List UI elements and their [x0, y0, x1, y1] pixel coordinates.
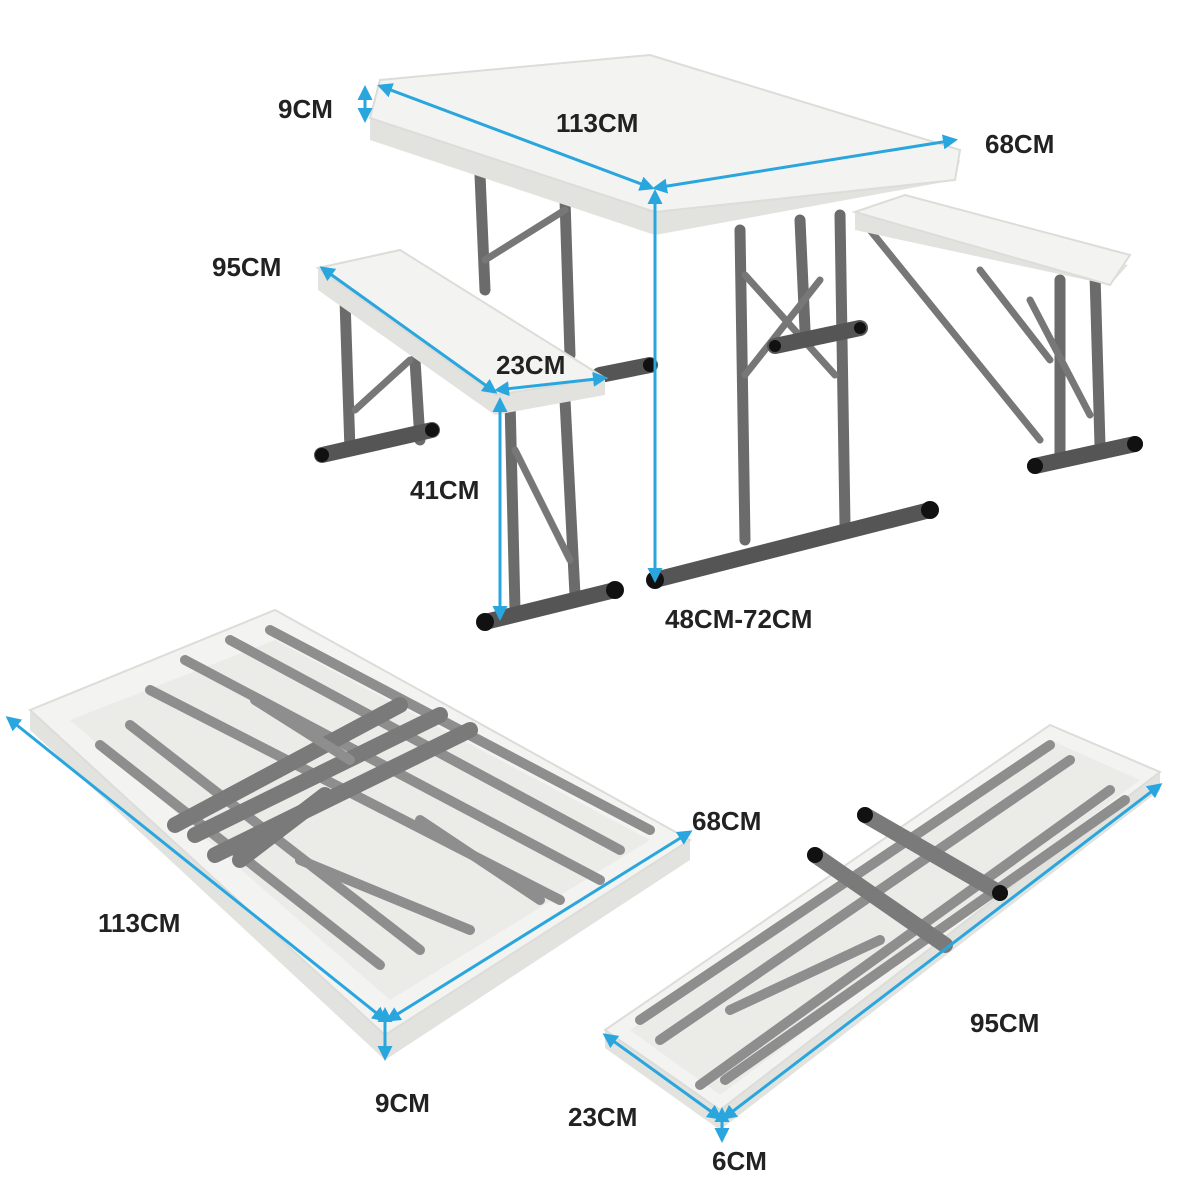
table-height-label: 48CM-72CM	[665, 604, 812, 634]
folded-bench: 95CM 23CM 6CM	[568, 723, 1163, 1176]
folded-table-width-label: 68CM	[692, 806, 761, 836]
folded-bench-thickness-label: 6CM	[712, 1146, 767, 1176]
assembled-table-set: 9CM 113CM 68CM 95CM 23CM 41CM 48CM-72CM	[212, 53, 1143, 634]
folded-table: 68CM 113CM 9CM	[5, 608, 761, 1118]
right-bench-frame	[866, 226, 1143, 474]
folded-table-length-label: 113CM	[98, 908, 180, 938]
folded-bench-length-label: 95CM	[970, 1008, 1039, 1038]
table-thickness-label: 9CM	[278, 94, 333, 124]
bench-height-label: 41CM	[410, 475, 479, 505]
assembled-dimension-lines	[319, 83, 958, 621]
bench-width-label: 23CM	[496, 350, 565, 380]
bench-length-label: 95CM	[212, 252, 281, 282]
folded-table-thickness-label: 9CM	[375, 1088, 430, 1118]
table-width-label: 68CM	[985, 129, 1054, 159]
right-bench-top	[851, 193, 1132, 287]
folded-table-dimension-lines	[5, 716, 693, 1061]
left-bench	[314, 248, 624, 631]
folded-bench-dimension-lines	[602, 783, 1163, 1143]
table-length-label: 113CM	[556, 108, 638, 138]
folded-bench-width-label: 23CM	[568, 1102, 637, 1132]
assembled-dimension-labels: 9CM 113CM 68CM 95CM 23CM 41CM 48CM-72CM	[212, 94, 1054, 634]
